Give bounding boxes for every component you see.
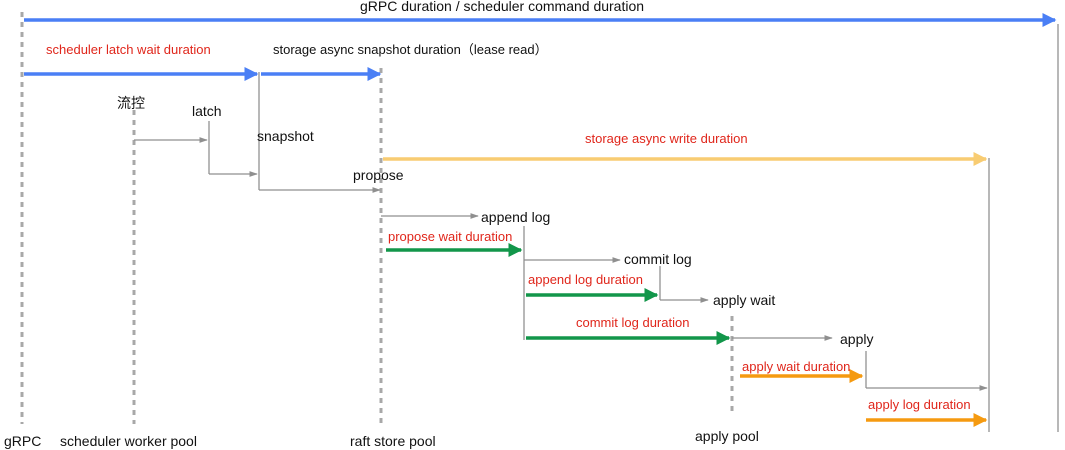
- apply-wait-label: apply wait: [713, 292, 775, 308]
- grpc-duration-label: gRPC duration / scheduler command durati…: [360, 0, 644, 14]
- async-write-duration-label: storage async write duration: [585, 131, 748, 146]
- raft-store-pool-label: raft store pool: [350, 433, 436, 449]
- append-log-label: append log: [481, 209, 550, 225]
- snapshot-label: snapshot: [257, 128, 314, 144]
- apply-log-duration-label: apply log duration: [868, 397, 971, 412]
- commit-log-duration-label: commit log duration: [576, 315, 689, 330]
- propose-wait-duration-label: propose wait duration: [388, 229, 512, 244]
- propose-label: propose: [353, 167, 404, 183]
- flow-control-label: 流控: [117, 95, 145, 111]
- grpc-pool-label: gRPC: [4, 433, 41, 449]
- apply-pool-label: apply pool: [695, 428, 759, 444]
- latch-wait-duration-label: scheduler latch wait duration: [46, 42, 211, 57]
- append-log-duration-label: append log duration: [528, 272, 643, 287]
- apply-wait-duration-label: apply wait duration: [742, 359, 850, 374]
- scheduler-worker-pool-label: scheduler worker pool: [60, 433, 197, 449]
- latch-label: latch: [192, 103, 222, 119]
- snapshot-duration-label: storage async snapshot duration（lease re…: [273, 42, 548, 57]
- apply-label: apply: [840, 331, 873, 347]
- commit-log-label: commit log: [624, 251, 692, 267]
